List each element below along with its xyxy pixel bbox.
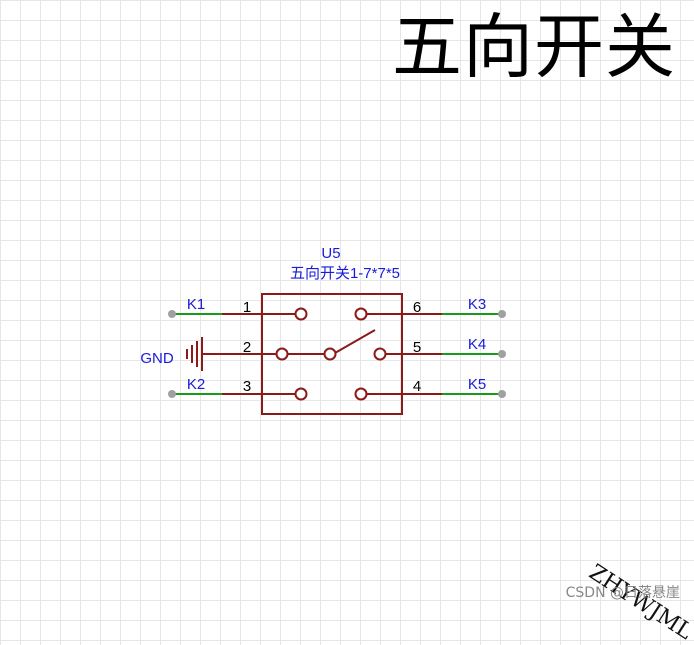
contact-6 <box>354 307 368 321</box>
net-label-gnd[interactable]: GND <box>140 350 174 367</box>
net-label-k4[interactable]: K4 <box>468 336 486 353</box>
component-value: 五向开关1-7*7*5 <box>290 265 400 282</box>
endpoint-k2[interactable] <box>168 390 176 398</box>
net-label-k3[interactable]: K3 <box>468 296 486 313</box>
contact-1 <box>294 307 308 321</box>
contact-center <box>323 347 337 361</box>
contact-5 <box>373 347 387 361</box>
endpoint-k5[interactable] <box>498 390 506 398</box>
contact-2 <box>275 347 289 361</box>
component-designator: U5 <box>321 245 340 262</box>
sheet-title: 五向开关 <box>392 6 676 88</box>
endpoint-k3[interactable] <box>498 310 506 318</box>
endpoint-k1[interactable] <box>168 310 176 318</box>
source-mark: CSDN @日落悬崖 <box>565 585 680 601</box>
net-label-k5[interactable]: K5 <box>468 376 486 393</box>
schematic-canvas: U5 五向开关1-7*7*5 1 2 3 6 5 4 K1 K2 K3 K <box>140 245 506 415</box>
pin-number-6: 6 <box>413 299 421 316</box>
pin-number-4: 4 <box>413 378 421 395</box>
net-label-k2[interactable]: K2 <box>187 376 205 393</box>
pin-number-2: 2 <box>243 339 251 356</box>
contact-3 <box>294 387 308 401</box>
contact-4 <box>354 387 368 401</box>
endpoint-k4[interactable] <box>498 350 506 358</box>
pin-number-3: 3 <box>243 378 251 395</box>
gnd-symbol[interactable] <box>186 337 222 371</box>
net-label-k1[interactable]: K1 <box>187 296 205 313</box>
pin-number-5: 5 <box>413 339 421 356</box>
pin-number-1: 1 <box>243 299 251 316</box>
switch-lever <box>334 329 376 354</box>
